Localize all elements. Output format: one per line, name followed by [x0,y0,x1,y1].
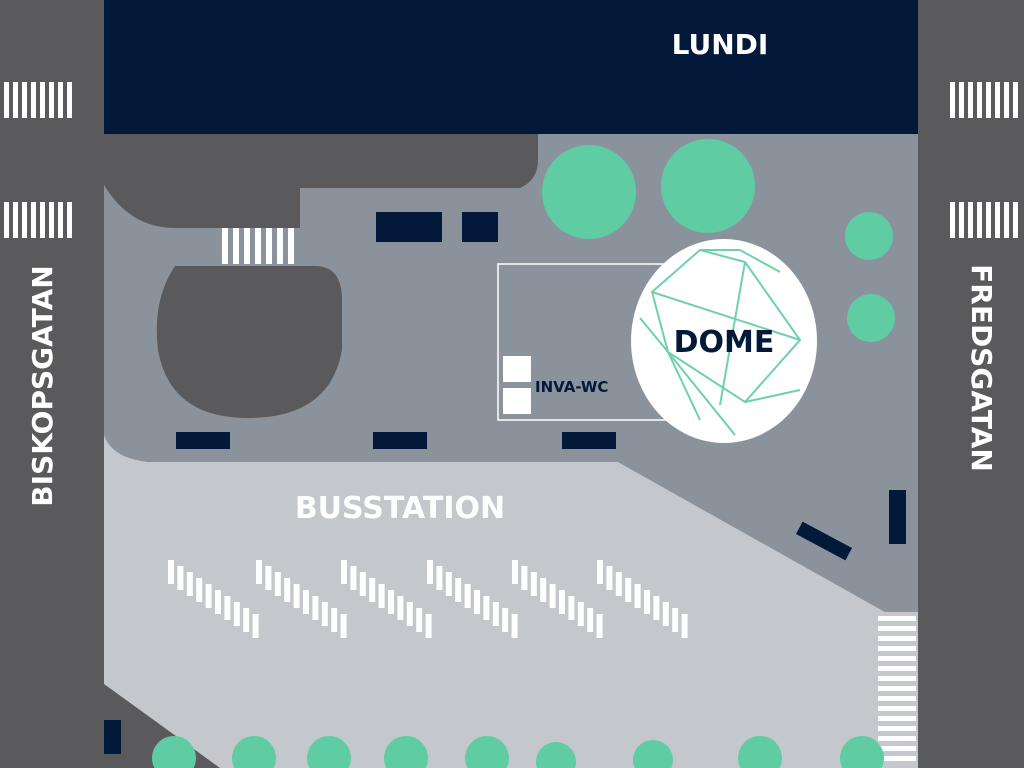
bus-station-label: BUSSTATION [295,491,505,526]
bus-stand-stripe [502,608,509,632]
bus-stand-stripe [312,596,319,620]
bus-stand-stripe [388,590,394,614]
tree-icon [152,736,884,768]
bus-stand-stripe [215,590,221,614]
bus-stand-stripe [350,566,357,590]
bus-stand-stripe [530,572,537,596]
bus-stand-stripe [483,596,490,620]
bus-stand-stripe [233,602,240,626]
crosswalk-icon [4,82,72,118]
bus-stand-stripe [265,566,272,590]
bus-stand-stripe [243,608,250,632]
bus-stand-stripe [252,614,259,638]
bus-stand-stripe [521,566,528,590]
bus-stand-stripe [416,608,423,632]
bus-stand-stripe [577,602,584,626]
bus-stand-stripe [464,584,471,608]
dome-label: DOME [674,325,775,360]
bus-stand-stripe [274,572,281,596]
bus-stand-stripe [321,602,328,626]
bus-stand-stripe [359,572,366,596]
bus-stand-stripe [615,572,622,596]
bus-stand-stripe [436,566,443,590]
bus-stand-stripe [662,602,669,626]
bus-stand-stripe [341,560,347,584]
crosswalk-icon [878,616,916,761]
street-label-left: BISKOPSGATAN [26,265,59,506]
tree-icon [542,139,895,342]
bus-stand-stripe [511,614,518,638]
crosswalk-icon [4,202,72,238]
bus-stand-stripe [425,614,432,638]
bus-stand-stripe [681,614,688,638]
bus-stand-stripe [549,584,556,608]
bus-stand-stripe [331,608,338,632]
bus-stand-stripe [427,560,433,584]
bus-stand-stripe [177,566,184,590]
bus-stand-stripe [492,602,499,626]
bus-stand-stripe [597,560,603,584]
toilet-block [503,388,531,414]
bus-stand-stripe [186,572,193,596]
bus-stand-stripe [224,596,231,620]
bus-stand-stripe [644,590,650,614]
bus-stand-stripe [596,614,603,638]
bus-stand-stripe [256,560,262,584]
bus-stand-stripe [445,572,452,596]
bus-stand-stripe [606,566,613,590]
bus-stand-stripe [293,584,300,608]
bus-stand-stripe [168,560,174,584]
bus-stand-stripe [540,578,547,602]
crosswalk-icon [222,228,294,264]
bus-stand-stripe [303,590,309,614]
toilet-label: INVA-WC [535,378,608,396]
bus-stand-stripe [634,584,641,608]
bus-stand-markings [168,560,688,638]
bus-stand-stripe [378,584,385,608]
bus-stand-stripe [284,578,291,602]
bus-stand-stripe [340,614,347,638]
street-label-right: FREDSGATAN [965,264,998,472]
bench-icon [104,212,906,754]
bus-stand-stripe [205,584,212,608]
bus-stand-stripe [397,596,404,620]
bus-stand-stripe [625,578,632,602]
crosswalk-icon [950,202,1018,238]
bus-stand-stripe [653,596,660,620]
toilet-block [503,356,531,382]
bus-stand-stripe [455,578,462,602]
roundabout-island [156,266,342,418]
bus-stand-stripe [559,590,565,614]
bus-stand-stripe [406,602,413,626]
building-label: LUNDI [672,28,769,61]
bus-stand-stripe [196,578,203,602]
bus-stand-stripe [369,578,376,602]
bus-stand-stripe [672,608,679,632]
building-lundi [104,0,918,134]
bus-stand-stripe [474,590,480,614]
bus-stand-stripe [587,608,594,632]
bus-stand-stripe [568,596,575,620]
bus-station-area [104,435,918,768]
dome: DOME [631,239,817,443]
bus-stand-stripe [512,560,518,584]
crosswalk-icon [950,82,1018,118]
